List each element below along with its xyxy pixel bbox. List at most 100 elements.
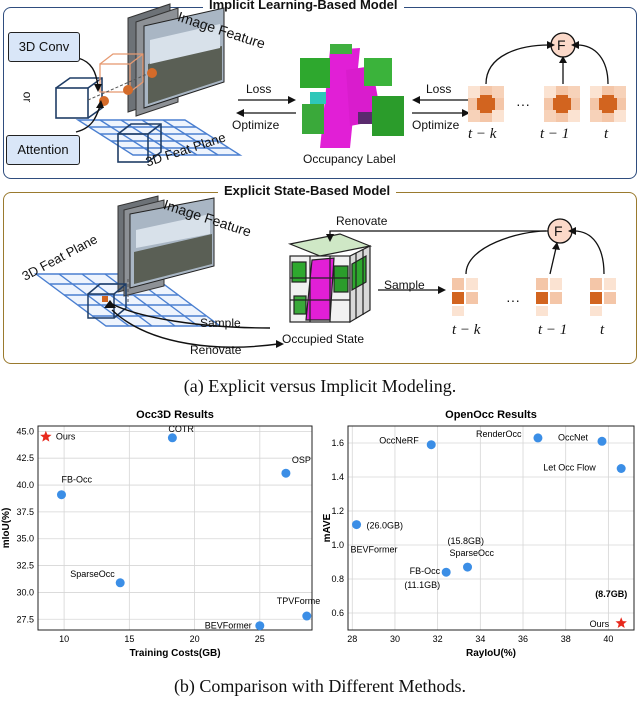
point-tpvformer — [302, 611, 312, 621]
explicit-time-cubes — [452, 278, 616, 316]
implicit-panel-title: Implicit Learning-Based Model — [203, 0, 404, 12]
loss-right-label: Loss — [426, 82, 452, 96]
point-label-cotr: COTR — [168, 424, 194, 434]
point-ours-star — [615, 617, 627, 629]
point-label-osp: OSP — [292, 455, 311, 465]
explicit-dots: ··· — [506, 292, 520, 308]
x-axis-label: Training Costs(GB) — [129, 648, 220, 659]
x-tick-label: 38 — [561, 634, 571, 644]
point-bevformer — [255, 621, 265, 631]
point-note-fb-occ: (11.1GB) — [404, 580, 440, 590]
explicit-panel-title: Explicit State-Based Model — [218, 183, 397, 198]
point-label-fb-occ: FB-Occ — [61, 475, 92, 485]
point-label-ours: Ours — [56, 432, 76, 442]
y-tick-label: 42.5 — [16, 453, 34, 463]
y-tick-label: 1.4 — [331, 472, 344, 482]
chart-title: Occ3D Results — [136, 409, 214, 421]
point-note-sparseocc: (15.8GB) — [448, 536, 485, 546]
conv-module-box: 3D Conv — [8, 32, 80, 62]
point-osp — [281, 468, 291, 478]
point-label-fb-occ: FB-Occ — [410, 566, 441, 576]
point-label-sparseocc: SparseOcc — [70, 569, 115, 579]
point-cotr — [167, 433, 177, 443]
point-label-occnerf: OccNeRF — [379, 436, 419, 446]
explicit-time-label-tk: t − k — [452, 322, 481, 338]
y-tick-label: 32.5 — [16, 561, 34, 571]
x-tick-label: 34 — [475, 634, 485, 644]
point-note-bevformer: (26.0GB) — [367, 521, 404, 531]
implicit-image-feature — [127, 3, 225, 117]
implicit-time-cubes — [468, 86, 626, 122]
occupied-state-label: Occupied State — [282, 332, 365, 346]
y-tick-label: 35.0 — [16, 534, 34, 544]
y-axis-label: mIoU(%) — [1, 508, 12, 549]
sample-bottom-label: Sample — [200, 316, 241, 330]
implicit-dots: ··· — [516, 96, 530, 112]
renovate-top-label: Renovate — [336, 214, 388, 228]
point-label-tpvformer: TPVFormer — [277, 596, 320, 606]
explicit-time-label-t1: t − 1 — [538, 322, 568, 338]
x-axis-label: RayIoU(%) — [466, 648, 516, 659]
x-tick-label: 20 — [190, 634, 200, 644]
implicit-time-label-tk: t − k — [468, 126, 497, 142]
point-label-sparseocc: SparseOcc — [450, 548, 495, 558]
sample-right-label: Sample — [384, 278, 425, 292]
explicit-time-label-t: t — [600, 322, 605, 338]
x-tick-label: 32 — [433, 634, 443, 644]
y-tick-label: 30.0 — [16, 587, 34, 597]
chart-title: OpenOcc Results — [445, 409, 537, 421]
point-sparseocc — [115, 578, 125, 588]
x-tick-label: 40 — [603, 634, 613, 644]
occupancy-label-image — [296, 44, 408, 148]
point-renderocc — [533, 433, 543, 443]
y-tick-label: 37.5 — [16, 507, 34, 517]
optimize-right-label: Optimize — [412, 118, 460, 132]
x-tick-label: 15 — [124, 634, 134, 644]
or-label: or — [20, 91, 35, 103]
implicit-fusion-label: F — [557, 37, 566, 53]
point-label-bevformer: BEVFormer — [351, 545, 398, 555]
point-fb-occ — [56, 490, 66, 500]
plot-frame — [37, 425, 313, 631]
attention-module-box: Attention — [6, 135, 80, 165]
point-occnet — [597, 436, 607, 446]
point-sparseocc — [463, 562, 473, 572]
caption-a: (a) Explicit versus Implicit Modeling. — [183, 376, 457, 396]
implicit-feat-plane — [75, 119, 243, 156]
caption-b: (b) Comparison with Different Methods. — [173, 676, 467, 696]
plot-frame — [347, 425, 635, 631]
y-tick-label: 1.2 — [331, 506, 344, 516]
point-label-renderocc: RenderOcc — [476, 429, 522, 439]
x-tick-label: 10 — [59, 634, 69, 644]
y-tick-label: 0.6 — [331, 608, 344, 618]
point-ours-star — [40, 430, 52, 442]
y-tick-label: 27.5 — [16, 614, 34, 624]
implicit-time-label-t: t — [604, 126, 609, 142]
implicit-time-label-t1: t − 1 — [540, 126, 570, 142]
implicit-orange-cubes — [99, 53, 144, 93]
x-tick-label: 28 — [347, 634, 357, 644]
explicit-diagram — [33, 195, 616, 348]
point-label-ours: Ours — [590, 619, 610, 629]
explicit-fusion-label: F — [554, 223, 563, 239]
point-bevformer — [352, 520, 362, 530]
optimize-left-label: Optimize — [232, 118, 280, 132]
x-tick-label: 30 — [390, 634, 400, 644]
y-axis-label: mAVE — [322, 513, 333, 542]
y-tick-label: 45.0 — [16, 426, 34, 436]
y-tick-label: 1.0 — [331, 540, 344, 550]
point-note-ours: (8.7GB) — [595, 589, 627, 599]
point-label-bevformer: BEVFormer — [205, 621, 252, 631]
renovate-bottom-label: Renovate — [190, 343, 242, 357]
point-label-occnet: OccNet — [558, 432, 589, 442]
x-tick-label: 36 — [518, 634, 528, 644]
point-label-let-occ-flow: Let Occ Flow — [543, 463, 596, 473]
y-tick-label: 1.6 — [331, 438, 344, 448]
loss-left-label: Loss — [246, 82, 272, 96]
occupied-state-cube — [287, 233, 373, 324]
x-tick-label: 25 — [255, 634, 265, 644]
y-tick-label: 40.0 — [16, 480, 34, 490]
occupancy-label-text: Occupancy Label — [303, 152, 396, 166]
point-occnerf — [426, 440, 436, 450]
